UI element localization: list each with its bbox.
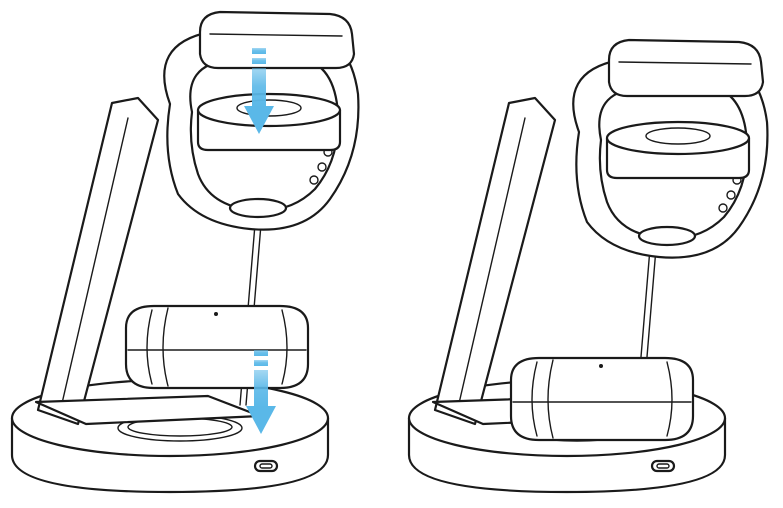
- panel-after: [407, 38, 769, 494]
- panel-before: [10, 10, 360, 494]
- down-arrow-icon: [246, 350, 276, 434]
- earbuds-case-icon: [509, 356, 695, 442]
- down-arrow-icon: [244, 48, 274, 134]
- smartwatch-icon: [572, 38, 769, 259]
- earbuds-case-icon: [124, 304, 310, 390]
